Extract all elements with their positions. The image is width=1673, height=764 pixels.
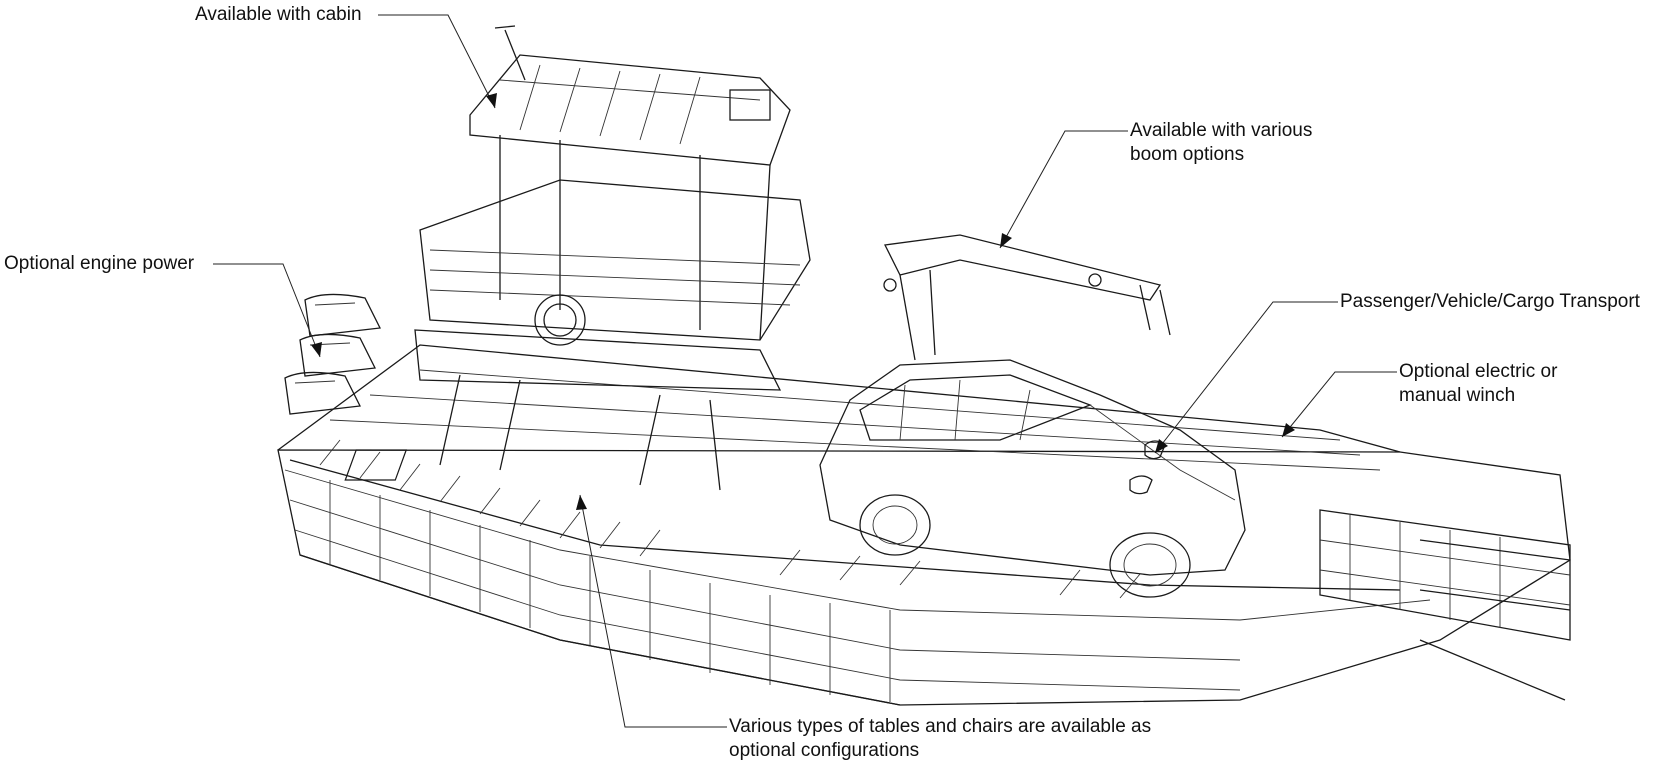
outboard-engines xyxy=(284,293,381,415)
callout-cabin: Available with cabin xyxy=(195,4,362,25)
deck xyxy=(277,344,1401,599)
callout-tables-line1: Various types of tables and chairs are a… xyxy=(729,716,1152,737)
callout-engine: Optional engine power xyxy=(4,253,195,274)
callout-boom-line2: boom options xyxy=(1130,144,1245,165)
callout-winch-line2: manual winch xyxy=(1399,385,1516,406)
callout-winch-line1: Optional electric or xyxy=(1399,361,1558,382)
callout-boom-line1: Available with various xyxy=(1130,120,1313,141)
ramp xyxy=(1319,509,1571,701)
leader-lines xyxy=(213,14,1397,728)
vehicle xyxy=(819,359,1246,598)
boom-crane xyxy=(883,234,1171,361)
cabin xyxy=(414,25,811,491)
hull xyxy=(277,449,1571,706)
callout-tables-line2: optional configurations xyxy=(729,740,920,761)
callout-transport: Passenger/Vehicle/Cargo Transport xyxy=(1340,291,1640,312)
